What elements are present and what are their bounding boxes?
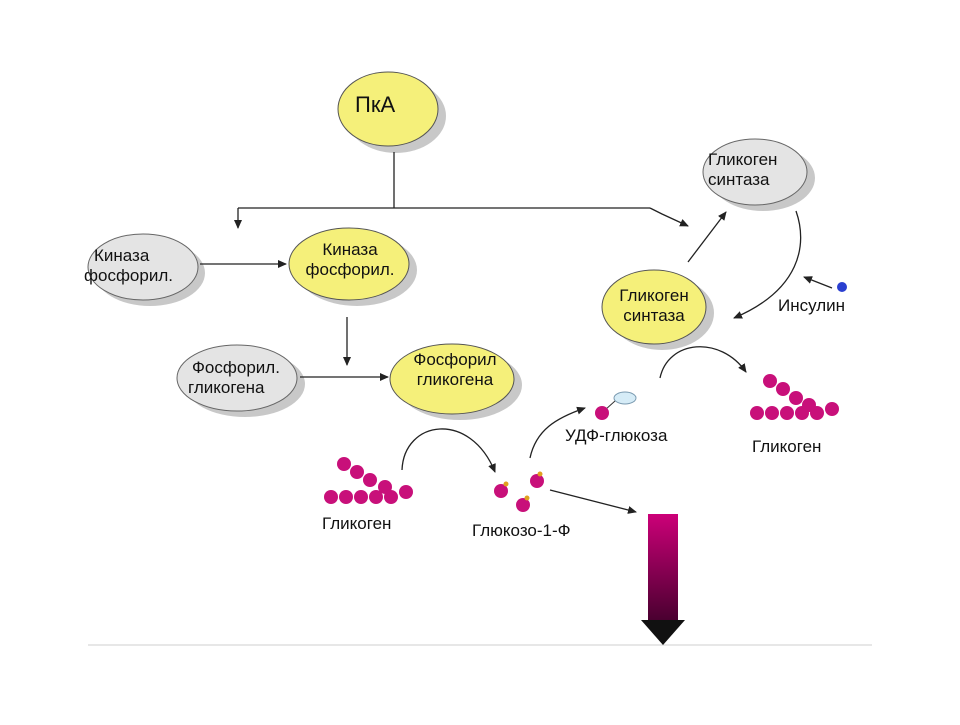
udp-glucose-label: УДФ-глюкоза [565,426,668,445]
arrow-glycogen-breakdown [401,428,496,473]
phosphorylase-active-label: Фосфорил гликогена [396,350,514,390]
arrow-insulin [803,276,833,289]
phosphorylase-active-line2: гликогена [416,370,494,389]
glycogen-left-molecule [324,457,413,504]
arrow-synthase-dephosphorylation [733,210,802,319]
synthase-bottom-shape [601,269,714,350]
phosphorylase-inactive-line1: Фосфорил. [192,358,280,377]
pka-label: ПкА [355,92,396,117]
kinase-active-label: Киназа фосфорил. [290,240,410,280]
kinase-active-line2: фосфорил. [305,260,395,279]
glycogen-right-molecule [750,374,839,420]
synthase-bottom-line2: синтаза [623,306,685,325]
kinase-inactive-shape [87,233,205,306]
synthase-top-label: Гликоген синтаза [708,150,808,190]
udp-glucose-molecule [595,391,637,420]
kinase-active-line1: Киназа [322,240,378,259]
synthase-bottom-line1: Гликоген [619,286,689,305]
glucose-1-phosphate-label: Глюкозо-1-Ф [472,521,571,540]
synthase-top-line1: Гликоген [708,150,778,169]
arrow-to-glycolysis [549,489,637,514]
insulin-label: Инсулин [778,296,846,315]
phosphorylase-inactive-line2: гликогена [188,378,265,397]
phosphorylase-active-shape [389,343,522,420]
connectors [200,152,833,514]
kinase-inactive-label: Киназа фосфорил. [84,246,204,286]
arrow-to-synthase [649,207,689,227]
phosphorylase-inactive-label: Фосфорил. гликогена [188,358,298,398]
phosphorylase-active-line1: Фосфорил [413,350,497,369]
pka-node-shape [337,71,446,153]
glucose-1-phosphate-molecules [494,471,544,512]
kinase-inactive-line1: Киназа [94,246,150,265]
kinase-inactive-line2: фосфорил. [84,266,173,285]
phosphorylase-inactive-shape [176,344,305,417]
arrow-glycogen-synthesis [659,346,747,379]
arrow-synthase-phosphorylation [687,211,727,263]
insulin-molecule [837,282,847,292]
kinase-active-shape [288,227,417,306]
synthase-top-shape [702,138,815,211]
synthase-bottom-label: Гликоген синтаза [604,286,704,326]
arrow-to-udp-glucose [529,406,586,459]
synthase-top-line2: синтаза [708,170,770,189]
glycogen-right-label: Гликоген [752,437,822,456]
glycolysis-output-arrow [641,514,685,645]
glycogen-left-label: Гликоген [322,514,392,533]
